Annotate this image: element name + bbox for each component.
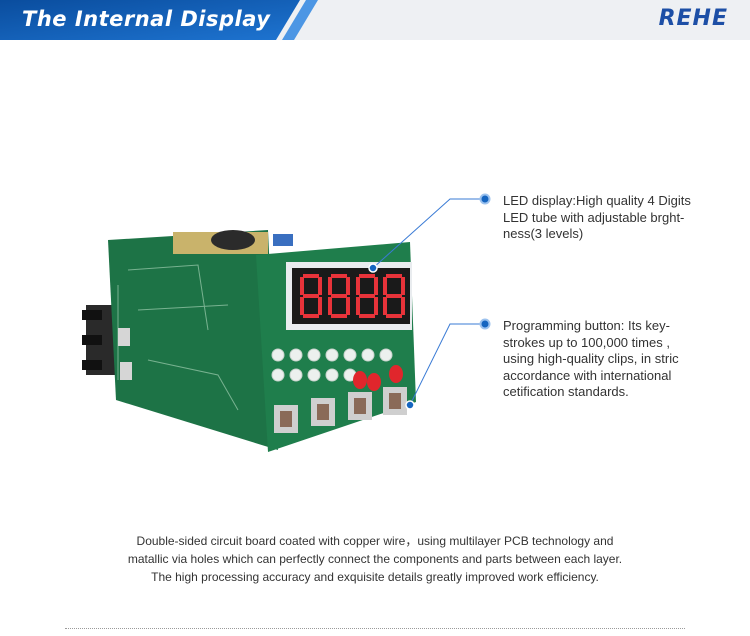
callout-line: LED tube with adjustable brght-	[503, 209, 685, 225]
component-2	[120, 362, 132, 380]
callout-programming-button: Programming button: Its key- strokes up …	[503, 318, 728, 401]
title-banner: The Internal Display	[0, 0, 318, 40]
brand-logo: REHE	[658, 6, 728, 31]
circuit-board-illustration	[82, 230, 416, 452]
dotted-divider	[65, 628, 685, 629]
red-leds	[353, 365, 403, 391]
board-traces	[117, 264, 239, 411]
top-components	[173, 230, 293, 254]
description-line: The high processing accuracy and exquisi…	[151, 570, 599, 584]
callout-line: accordance with international	[503, 367, 672, 383]
description-line: matallic via holes which can perfectly c…	[127, 552, 623, 566]
description-text: Double-sided circuit board coated with c…	[60, 532, 690, 586]
component-1	[118, 328, 130, 346]
callout-line: LED display:High quality 4 Digits	[503, 193, 691, 208]
callout-led-display: LED display:High quality 4 Digits LED tu…	[503, 193, 728, 243]
led-digits	[300, 274, 405, 318]
header-bar: The Internal Display REHE	[0, 0, 750, 40]
title-banner-shape	[0, 0, 318, 40]
page-title: The Internal Display	[22, 7, 271, 31]
programming-buttons	[274, 387, 407, 433]
callout-line: using high-quality clips, in stric	[503, 351, 679, 366]
back-board	[108, 230, 278, 450]
description-line: Double-sided circuit board coated with c…	[136, 534, 614, 548]
callout-line: cetification standards.	[503, 384, 629, 399]
indicator-leds	[271, 348, 393, 382]
callout-line: strokes up to 100,000 times ,	[503, 334, 670, 350]
callout-line: ness(3 levels)	[503, 226, 584, 241]
callout-line: Programming button: Its key-	[503, 318, 670, 333]
